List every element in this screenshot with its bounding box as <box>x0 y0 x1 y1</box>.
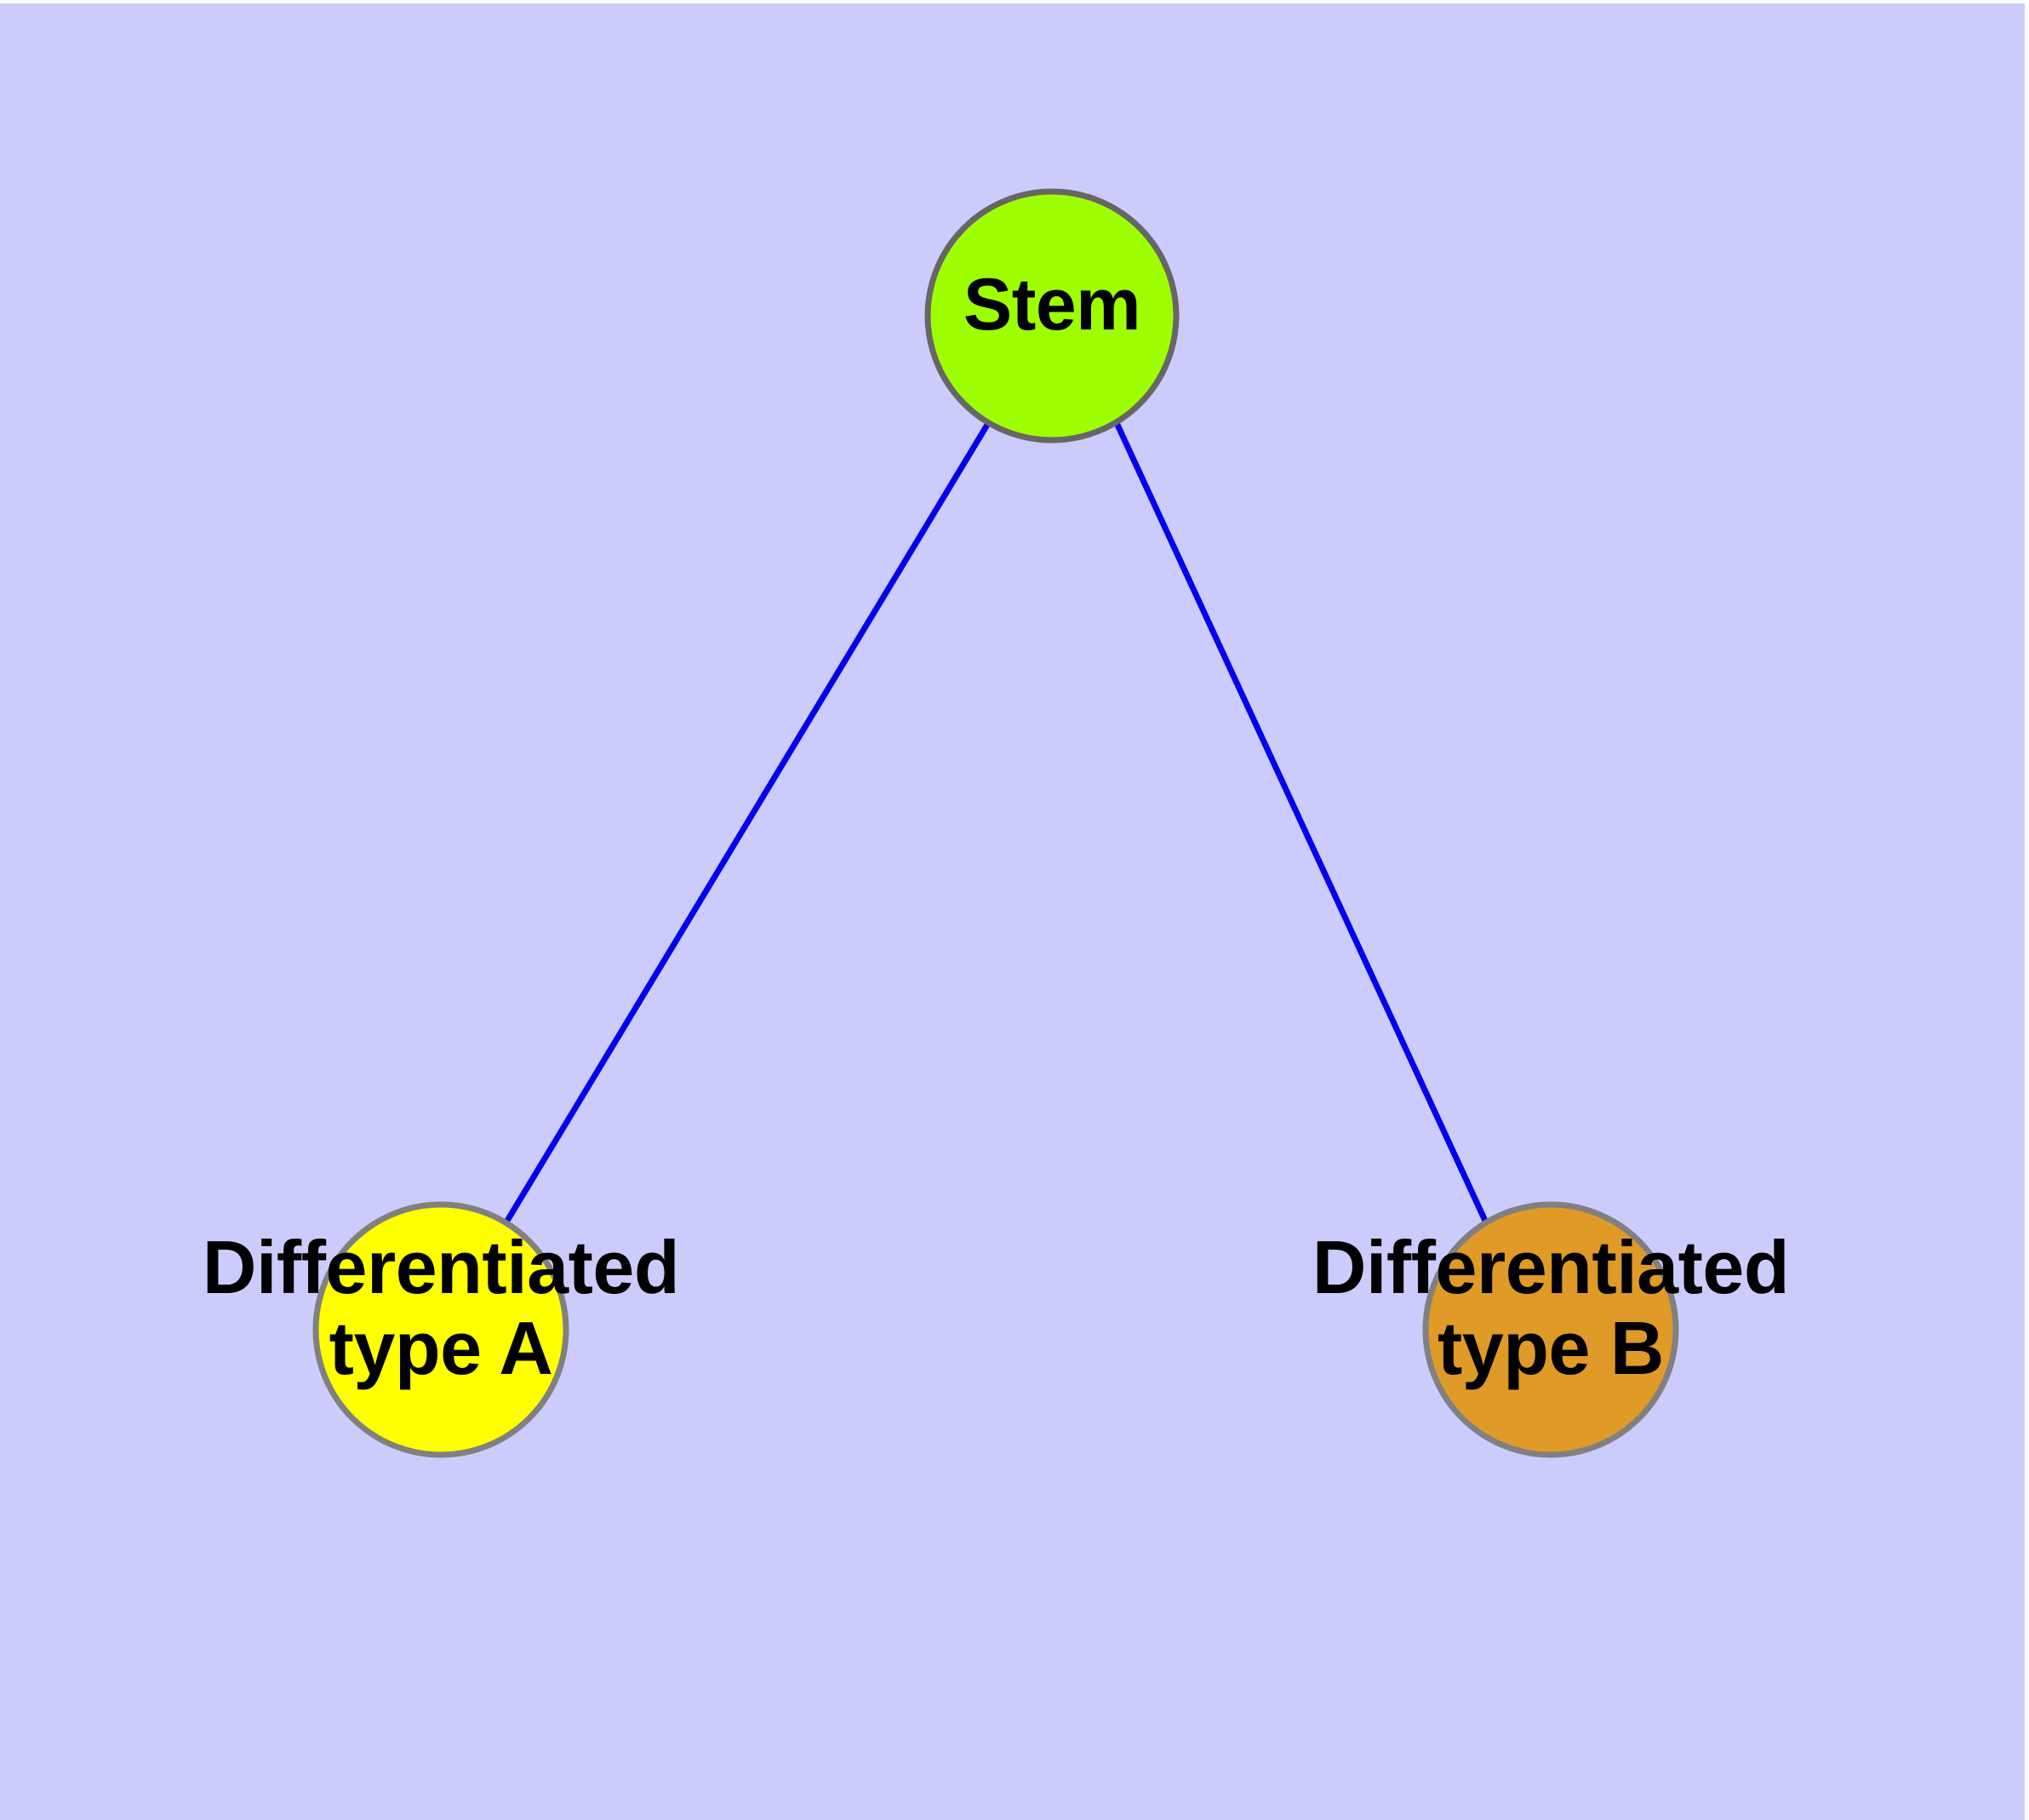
node-stem[interactable] <box>924 188 1180 444</box>
node-differentiated-type-a[interactable] <box>312 1201 569 1458</box>
edge-layer <box>504 421 1489 1224</box>
edge-stem-to-differentiated-type-a[interactable] <box>504 421 991 1224</box>
node-layer <box>312 188 1679 1458</box>
edge-stem-to-differentiated-type-b[interactable] <box>1114 421 1489 1224</box>
node-differentiated-type-b[interactable] <box>1422 1201 1679 1458</box>
